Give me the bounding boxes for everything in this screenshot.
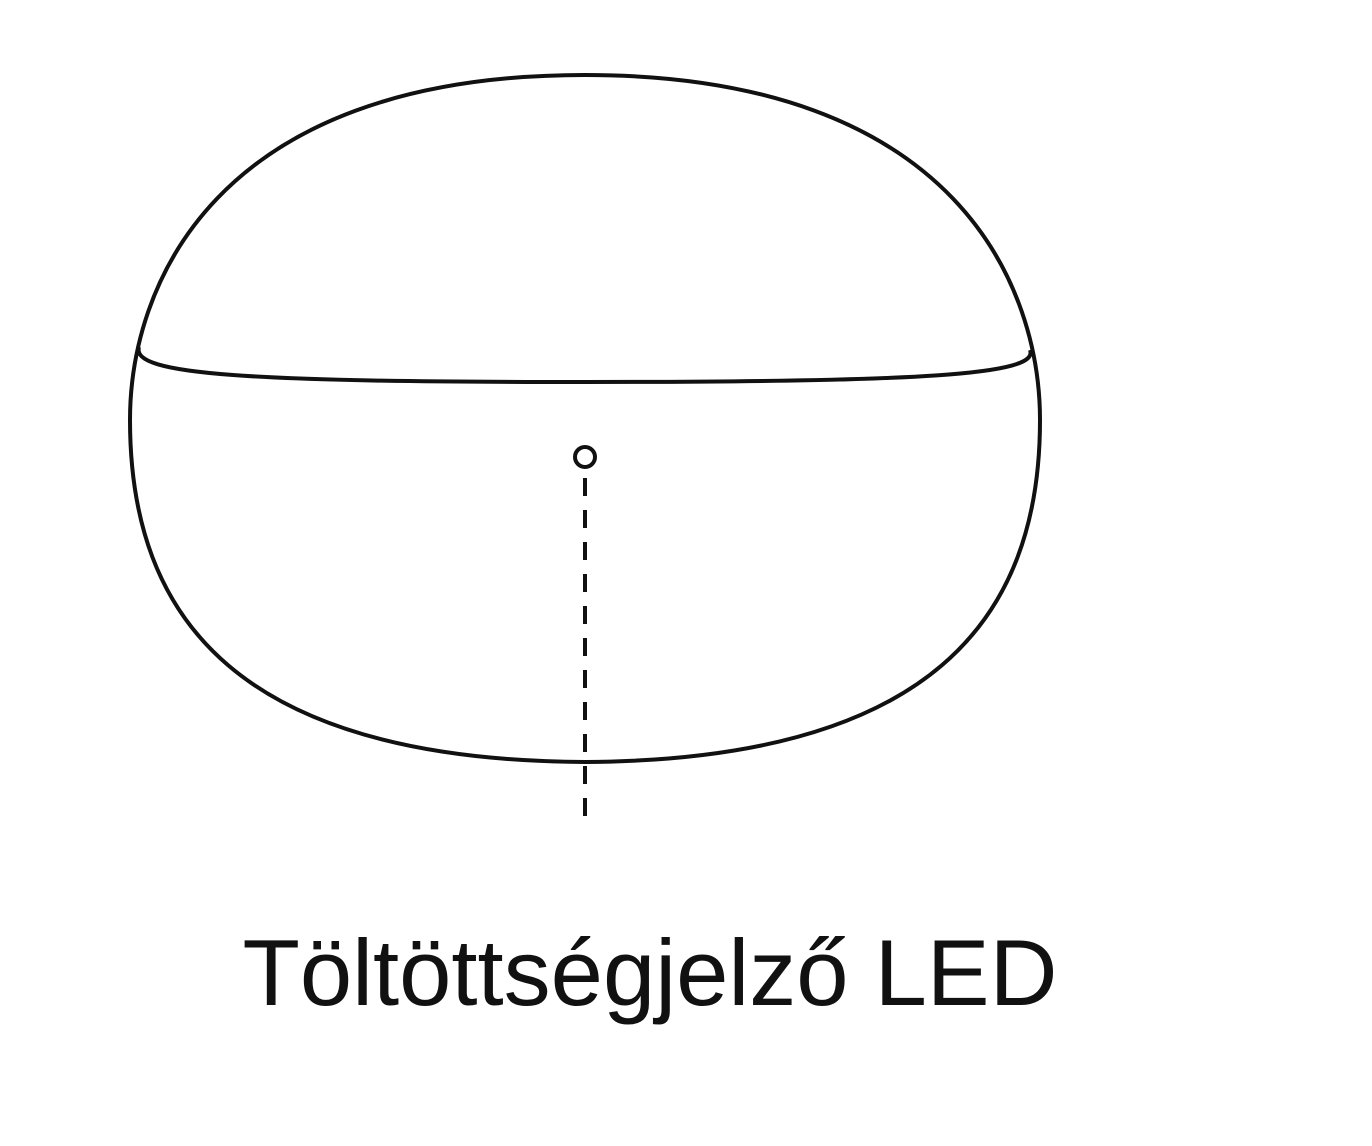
case-outline [127,72,1043,765]
led-indicator-icon [573,445,597,469]
lid-seam-line [136,346,1033,385]
led-callout-label: Töltöttségjelző LED [242,920,1058,1025]
